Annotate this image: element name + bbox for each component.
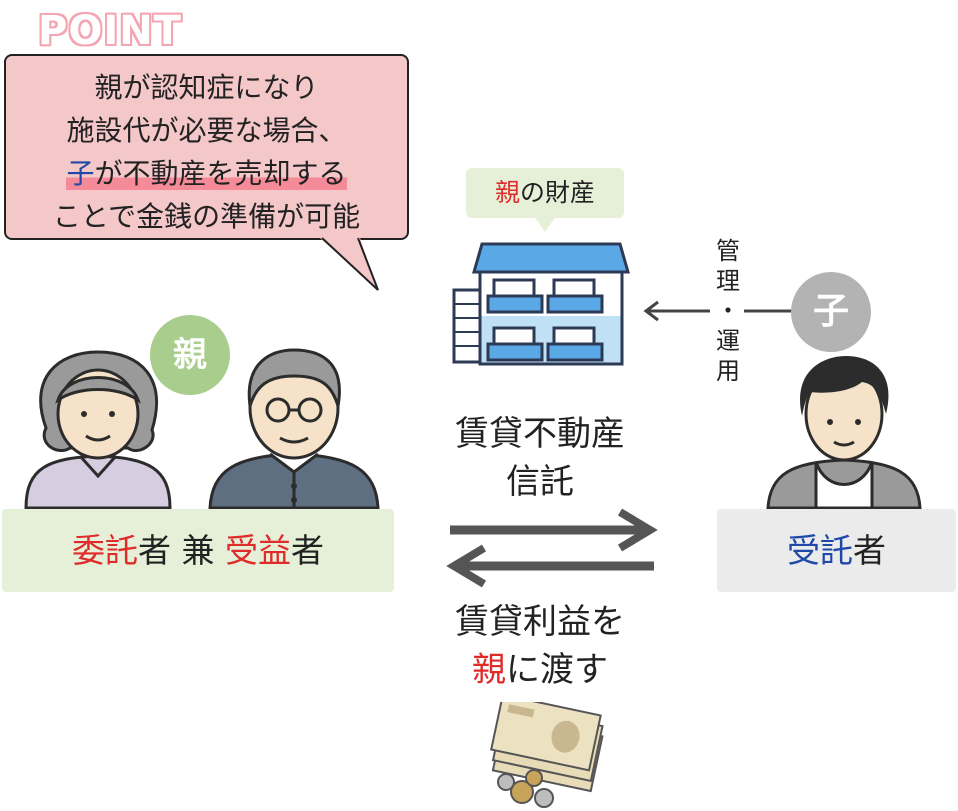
- parents-badge: 親: [150, 315, 230, 395]
- management-arrow: [643, 300, 798, 322]
- benefit-line-1: 賃貸利益を: [455, 602, 625, 642]
- management-char-3: ・: [716, 297, 740, 325]
- father-illustration: [208, 348, 380, 510]
- benefit-text: 賃貸利益を 親に渡す: [420, 598, 660, 694]
- exchange-arrows: [446, 508, 658, 588]
- management-char-2: 理: [716, 267, 740, 295]
- bubble-line-2: 施設代が必要な場合、: [66, 114, 347, 147]
- asset-label-rest: の財産: [520, 178, 596, 207]
- trust-name-line-2: 信託: [506, 462, 574, 502]
- settlor-word: 委託: [72, 531, 138, 570]
- benefit-line-2-rest: に渡す: [506, 650, 608, 690]
- apartment-building-icon: [452, 242, 630, 366]
- trustee-word: 受託: [787, 531, 853, 570]
- child-badge: 子: [791, 272, 871, 352]
- settlor-connector: 者 兼: [138, 531, 225, 570]
- management-char-5: 用: [716, 357, 740, 385]
- mother-illustration: [24, 350, 172, 510]
- trustee-box: 受託者: [717, 509, 956, 592]
- management-text: 管 理 ・ 運 用: [712, 236, 744, 386]
- management-char-1: 管: [716, 237, 740, 265]
- bubble-line-1: 親が認知症になり: [94, 71, 319, 104]
- trust-name-line-1: 賃貸不動産: [455, 414, 625, 454]
- trust-name: 賃貸不動産 信託: [420, 410, 660, 506]
- money-icon: [490, 702, 604, 808]
- bubble-line-4: ことで金銭の準備が可能: [52, 200, 361, 233]
- beneficiary-word: 受益: [224, 531, 291, 570]
- bubble-text: 親が認知症になり 施設代が必要な場合、 子が不動産を売却する ことで金銭の準備が…: [4, 66, 409, 238]
- bubble-tail: [320, 237, 379, 291]
- benefit-line-2: 親に渡す: [420, 646, 660, 694]
- bubble-line-3-rest: が不動産を売却する: [94, 157, 347, 190]
- trustee-suffix: 者: [853, 531, 886, 570]
- point-label: POINT: [38, 8, 182, 54]
- management-char-4: 運: [716, 327, 740, 355]
- bubble-child-word: 子: [66, 157, 95, 190]
- point-bubble: [4, 54, 409, 240]
- settlor-beneficiary-box: 委託者 兼 受益者: [2, 509, 394, 592]
- asset-owner: 親: [494, 178, 520, 207]
- asset-label-pointer: [534, 216, 556, 232]
- benefit-parent-word: 親: [472, 650, 506, 690]
- son-illustration: [766, 356, 922, 510]
- asset-label: 親の財産: [466, 168, 624, 218]
- settlor-suffix: 者: [290, 531, 324, 570]
- bubble-line-3: 子が不動産を売却する: [4, 152, 409, 195]
